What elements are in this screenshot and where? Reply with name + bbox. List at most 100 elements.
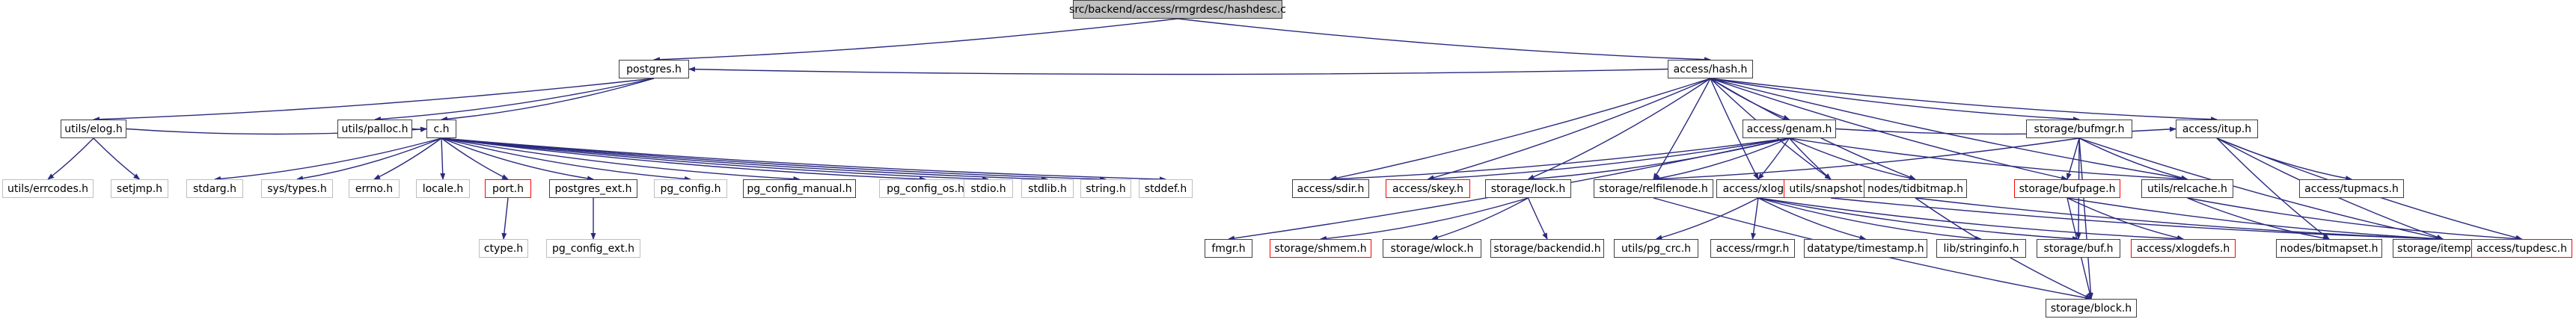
graph-node-shmem[interactable]: storage/shmem.h xyxy=(1270,239,1371,258)
graph-node-label: stddef.h xyxy=(1144,182,1187,195)
graph-edge xyxy=(2066,197,2444,242)
graph-node-label: port.h xyxy=(492,182,524,195)
graph-node-ctype[interactable]: ctype.h xyxy=(479,239,528,258)
graph-node-locale[interactable]: locale.h xyxy=(416,179,470,198)
graph-node-label: access/xlog.h xyxy=(1722,182,1794,195)
graph-node-stringinfo[interactable]: lib/stringinfo.h xyxy=(1936,239,2026,258)
graph-node-stddef[interactable]: stddef.h xyxy=(1139,179,1193,198)
graph-node-label: utils/palloc.h xyxy=(341,123,409,135)
graph-node-bitmapset[interactable]: nodes/bitmapset.h xyxy=(2276,239,2382,258)
graph-node-systypes[interactable]: sys/types.h xyxy=(261,179,333,198)
graph-edge xyxy=(1915,197,2444,242)
graph-node-bufmgr[interactable]: storage/bufmgr.h xyxy=(2026,120,2132,138)
graph-node-wlock[interactable]: storage/wlock.h xyxy=(1383,239,1481,258)
graph-node-pg_config[interactable]: pg_config.h xyxy=(654,179,727,198)
graph-edge xyxy=(2078,137,2093,300)
graph-node-skey[interactable]: access/skey.h xyxy=(1386,179,1470,198)
graph-edge xyxy=(1527,137,1790,182)
graph-node-label: fmgr.h xyxy=(1211,242,1246,255)
graph-edge xyxy=(2066,137,2080,180)
graph-node-label: storage/backendid.h xyxy=(1493,242,1601,255)
graph-edge xyxy=(1757,197,2184,242)
graph-edge xyxy=(441,137,926,182)
graph-edge xyxy=(1330,78,1711,181)
graph-edge xyxy=(1710,78,2080,123)
graph-node-bufpage[interactable]: storage/bufpage.h xyxy=(2014,179,2120,198)
graph-node-stdlib[interactable]: stdlib.h xyxy=(1021,179,1074,198)
graph-node-errcodes[interactable]: utils/errcodes.h xyxy=(2,179,94,198)
graph-edge xyxy=(1757,137,1790,180)
graph-node-pg_config_manual[interactable]: pg_config_manual.h xyxy=(743,179,856,198)
graph-node-sdir[interactable]: access/sdir.h xyxy=(1292,179,1369,198)
graph-edge xyxy=(2187,197,2330,241)
graph-node-stdio[interactable]: stdio.h xyxy=(964,179,1013,198)
graph-node-itup[interactable]: access/itup.h xyxy=(2176,120,2258,138)
graph-node-label: stdio.h xyxy=(970,182,1006,195)
graph-edge xyxy=(501,197,509,240)
graph-node-buf[interactable]: storage/buf.h xyxy=(2037,239,2120,258)
graph-node-label: storage/bufpage.h xyxy=(2019,182,2116,195)
graph-edge xyxy=(1320,197,1529,241)
graph-node-label: errno.h xyxy=(355,182,394,195)
graph-node-label: access/skey.h xyxy=(1392,182,1464,195)
graph-node-postgres[interactable]: postgres.h xyxy=(619,60,689,78)
graph-node-label: access/rmgr.h xyxy=(1716,242,1790,255)
graph-edge xyxy=(688,66,1668,75)
graph-node-lock[interactable]: storage/lock.h xyxy=(1485,179,1571,198)
graph-edge xyxy=(2187,197,2523,242)
graph-node-elog[interactable]: utils/elog.h xyxy=(61,120,126,138)
graph-node-palloc[interactable]: utils/palloc.h xyxy=(337,120,412,138)
graph-node-label: access/xlogdefs.h xyxy=(2136,242,2230,255)
graph-node-tupdesc[interactable]: access/tupdesc.h xyxy=(2471,239,2572,258)
graph-node-label: stdarg.h xyxy=(193,182,236,195)
graph-node-label: access/tupmacs.h xyxy=(2304,182,2399,195)
graph-node-label: pg_config_manual.h xyxy=(747,182,852,195)
graph-node-label: storage/block.h xyxy=(2050,302,2132,315)
graph-node-label: utils/relcache.h xyxy=(2147,182,2227,195)
graph-edge xyxy=(1788,137,1832,180)
graph-edge xyxy=(441,78,655,122)
graph-edge xyxy=(1653,137,2080,182)
graph-edge xyxy=(2078,137,2188,181)
graph-node-genam[interactable]: access/genam.h xyxy=(1743,120,1836,138)
graph-node-label: setjmp.h xyxy=(116,182,163,195)
graph-node-errno[interactable]: errno.h xyxy=(349,179,400,198)
graph-node-pg_crc[interactable]: utils/pg_crc.h xyxy=(1614,239,1698,258)
graph-node-stdarg[interactable]: stdarg.h xyxy=(186,179,243,198)
graph-node-pg_config_os[interactable]: pg_config_os.h xyxy=(879,179,972,198)
graph-edge xyxy=(440,137,446,180)
graph-node-pg_config_ext[interactable]: pg_config_ext.h xyxy=(546,239,640,258)
graph-edge xyxy=(2216,137,2352,181)
graph-node-xlogdefs[interactable]: access/xlogdefs.h xyxy=(2131,239,2236,258)
graph-node-label: postgres.h xyxy=(626,63,682,75)
graph-edge xyxy=(1751,197,1759,240)
graph-edge xyxy=(1427,137,1790,182)
graph-edge xyxy=(1710,78,1790,120)
graph-node-label: datatype/timestamp.h xyxy=(1807,242,1924,255)
graph-node-relcache[interactable]: utils/relcache.h xyxy=(2141,179,2233,198)
graph-node-tidbitmap[interactable]: nodes/tidbitmap.h xyxy=(1864,179,1967,198)
graph-node-label: access/genam.h xyxy=(1746,123,1832,135)
graph-node-label: sys/types.h xyxy=(267,182,327,195)
graph-edge xyxy=(1431,197,1529,240)
graph-node-tupmacs[interactable]: access/tupmacs.h xyxy=(2299,179,2404,198)
graph-node-hash[interactable]: access/hash.h xyxy=(1668,60,1753,78)
graph-node-backendid[interactable]: storage/backendid.h xyxy=(1490,239,1604,258)
graph-edge xyxy=(412,126,427,132)
graph-node-port[interactable]: port.h xyxy=(485,179,531,198)
graph-node-rmgr[interactable]: access/rmgr.h xyxy=(1710,239,1795,258)
graph-node-label: storage/itemptr.h xyxy=(2397,242,2488,255)
graph-node-fmgr[interactable]: fmgr.h xyxy=(1205,239,1252,258)
graph-node-ch[interactable]: c.h xyxy=(426,120,456,138)
graph-node-snapshot[interactable]: utils/snapshot.h xyxy=(1784,179,1878,198)
graph-node-relfilenode[interactable]: storage/relfilenode.h xyxy=(1594,179,1713,198)
graph-node-label: access/tupdesc.h xyxy=(2476,242,2567,255)
graph-node-string[interactable]: string.h xyxy=(1080,179,1131,198)
graph-node-setjmp[interactable]: setjmp.h xyxy=(111,179,168,198)
graph-edge xyxy=(373,137,442,180)
graph-node-block[interactable]: storage/block.h xyxy=(2046,299,2137,318)
graph-node-label: access/hash.h xyxy=(1673,63,1748,75)
graph-node-root[interactable]: src/backend/access/rmgrdesc/hashdesc.c xyxy=(1069,0,1286,19)
graph-node-postgres_ext[interactable]: postgres_ext.h xyxy=(549,179,637,198)
graph-node-timestamp[interactable]: datatype/timestamp.h xyxy=(1804,239,1927,258)
